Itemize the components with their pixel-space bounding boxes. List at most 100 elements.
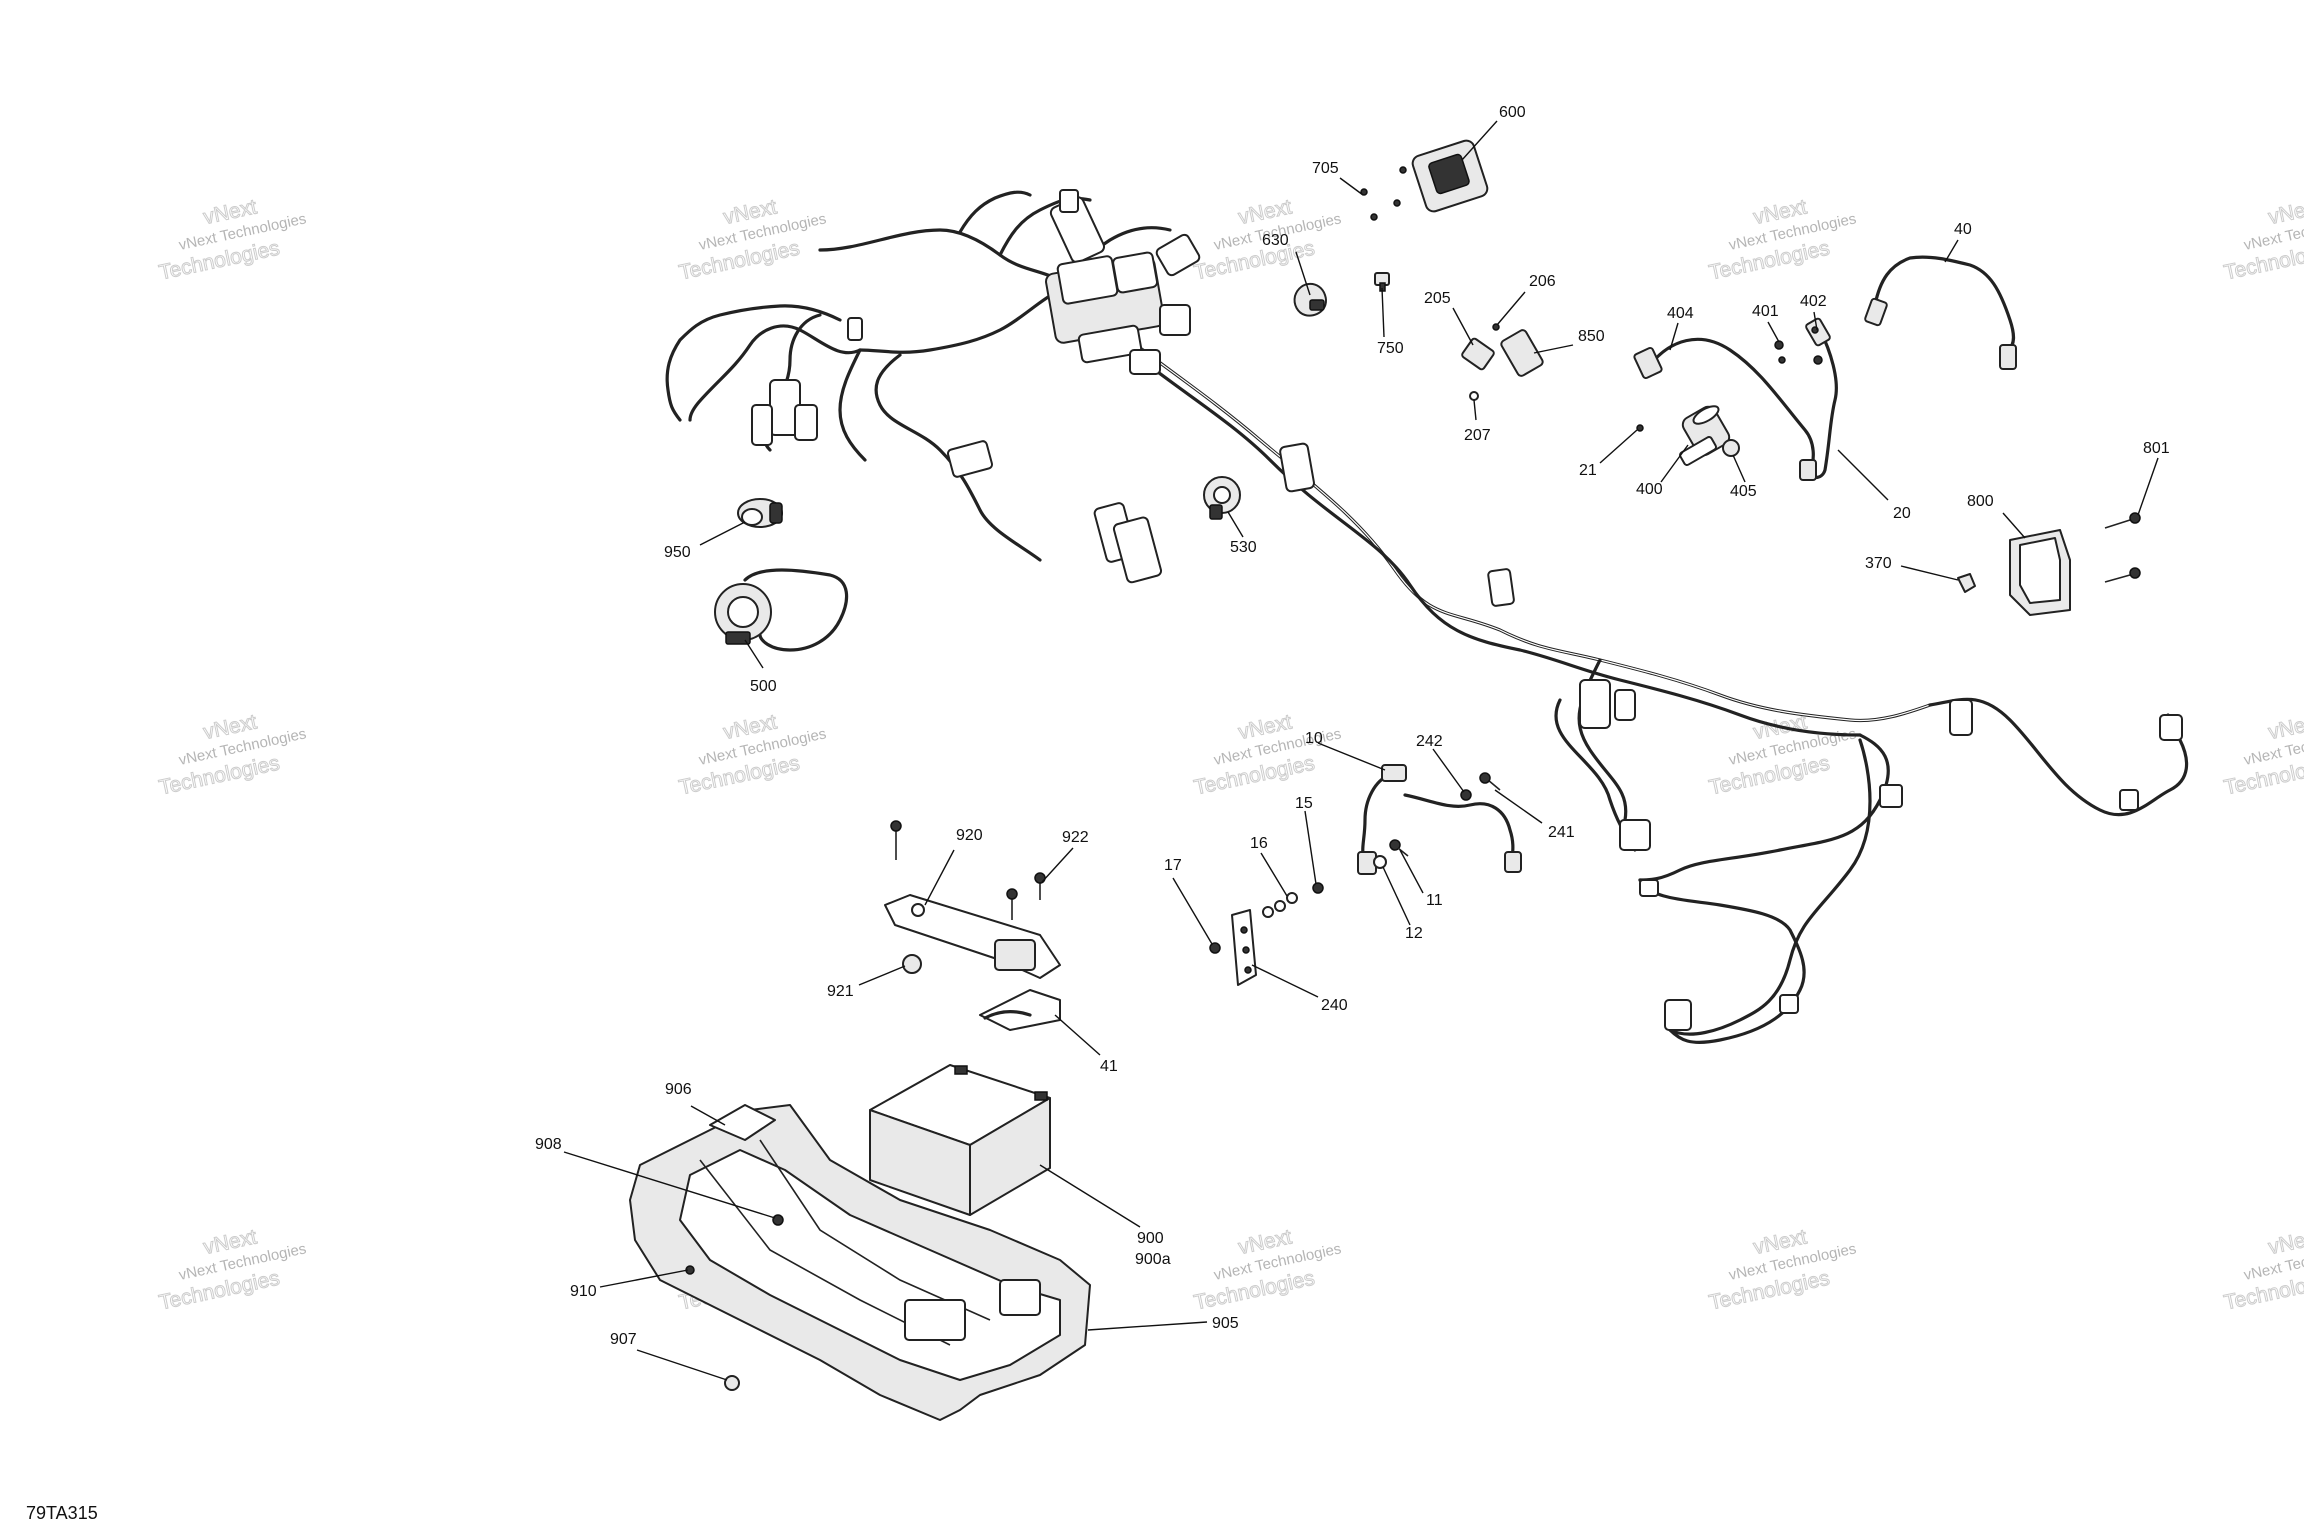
cable-20-end-icon (1799, 459, 1817, 481)
watermark: vNext Technologies Technologies vNext (1707, 1225, 1858, 1315)
leader-16 (1260, 852, 1288, 897)
watermark: vNext Technologies Technologies vNext (1192, 1225, 1343, 1315)
harness-connector-icon (1059, 189, 1079, 213)
washer-207-icon (1469, 391, 1479, 401)
callout-910: 910 (570, 1283, 597, 1300)
callout-921: 921 (827, 983, 854, 1000)
part-950 (737, 498, 783, 528)
callout-900: 900 (1137, 1230, 1164, 1247)
harness-connector-icon (2159, 714, 2183, 741)
bolt-801-head-icon (2129, 512, 2141, 524)
callout-907: 907 (610, 1331, 637, 1348)
tray-905-pocket-icon (999, 1279, 1041, 1316)
watermark: vNext Technologies Technologies vNext (677, 710, 828, 800)
part-905 (629, 1104, 1091, 1421)
bolt-241-icon (1487, 779, 1501, 791)
nut-242-icon (1460, 789, 1472, 801)
harness-connector-icon (1579, 679, 1611, 729)
bolt-922-head-icon (1006, 888, 1018, 900)
callout-500: 500 (750, 678, 777, 695)
sensor-530-plug-icon (1209, 504, 1223, 520)
callout-705: 705 (1312, 160, 1339, 177)
watermark-layer: vNext Technologies Technologies vNext vN… (157, 195, 2304, 1315)
callout-908: 908 (535, 1136, 562, 1153)
callout-900a: 900a (1135, 1251, 1171, 1268)
part-400 (1679, 405, 1731, 466)
callout-10: 10 (1305, 730, 1323, 747)
part-500 (714, 568, 849, 652)
watermark-fragment: vNext (2266, 1225, 2304, 1259)
callout-labels: 600 705 630 750 205 206 207 850 40 404 4… (535, 104, 2170, 1348)
callout-17: 17 (1164, 857, 1182, 874)
bolt-801-icon (2104, 519, 2131, 529)
leader-206 (1496, 291, 1526, 326)
callout-801: 801 (2143, 440, 2170, 457)
watermark: vNext Technologies Technologies vNext (1707, 710, 1858, 800)
leader-242 (1432, 748, 1465, 793)
harness-connector-icon (1077, 324, 1143, 364)
terminal-cover-41-icon (979, 989, 1061, 1031)
leader-750 (1381, 287, 1385, 338)
harness-connector-icon (1949, 699, 1973, 736)
part-921 (902, 954, 922, 974)
washer-16-icon (1274, 900, 1286, 912)
callout-40: 40 (1954, 221, 1972, 238)
callout-750: 750 (1377, 340, 1404, 357)
battery-terminal-icon (954, 1065, 968, 1075)
battery-900-side-icon (969, 1097, 1051, 1216)
callout-41: 41 (1100, 1058, 1118, 1075)
harness-connector-icon (1639, 879, 1659, 897)
leader-800 (2002, 512, 2026, 539)
leader-11 (1399, 849, 1424, 894)
bolt-922-head-icon (1034, 872, 1046, 884)
ignition-500-base-icon (725, 631, 751, 645)
solenoid-400-bracket-icon (1679, 436, 1717, 466)
leader-21 (1599, 429, 1638, 464)
callout-207: 207 (1464, 427, 1491, 444)
leader-910 (599, 1269, 689, 1288)
harness-connector-icon (794, 404, 818, 441)
callout-630: 630 (1262, 232, 1289, 249)
bulb-630-tab-icon (1309, 299, 1325, 311)
harness-connector-icon (1129, 349, 1161, 375)
leader-908 (563, 1151, 776, 1219)
leader-12 (1382, 866, 1411, 926)
leader-15 (1304, 810, 1317, 885)
cable-404-end-icon (1633, 346, 1663, 380)
part-240 (1231, 909, 1257, 986)
leader-500 (744, 639, 764, 669)
callout-530: 530 (1230, 539, 1257, 556)
callout-800: 800 (1967, 493, 1994, 510)
leader-405 (1732, 454, 1746, 483)
leader-705 (1339, 177, 1364, 196)
leader-207 (1473, 399, 1477, 421)
leader-921 (858, 965, 906, 986)
bolt-922-head-icon (890, 820, 902, 832)
washer-16-icon (1286, 892, 1298, 904)
callout-905: 905 (1212, 1315, 1239, 1332)
watermark: vNext Technologies Technologies vNext (677, 195, 828, 285)
solenoid-400-top-icon (1692, 405, 1720, 425)
battery-terminal-icon (1034, 1091, 1048, 1101)
part-850 (1500, 329, 1544, 377)
callout-205: 205 (1424, 290, 1451, 307)
harness-connector-icon (847, 317, 863, 341)
leader-370 (1900, 565, 1959, 581)
screw-705-icon (1370, 213, 1378, 221)
nut-907-icon (724, 1375, 740, 1391)
harness-connector-icon (1619, 819, 1651, 851)
part-370 (1957, 573, 1976, 593)
callout-11: 11 (1426, 892, 1443, 909)
screw-705-icon (1393, 199, 1401, 207)
leader-10 (1317, 742, 1386, 771)
watermark: vNext Technologies Technologies vNext (2222, 195, 2304, 285)
leader-907 (636, 1349, 728, 1381)
callout-950: 950 (664, 544, 691, 561)
bracket-240-hole-icon (1240, 926, 1248, 934)
watermark: vNext Technologies Technologies vNext (1192, 710, 1343, 800)
callout-206: 206 (1529, 273, 1556, 290)
harness-connector-icon (1155, 233, 1201, 277)
relay-box-cover-icon (1112, 251, 1159, 294)
screw-21-icon (1636, 424, 1644, 432)
